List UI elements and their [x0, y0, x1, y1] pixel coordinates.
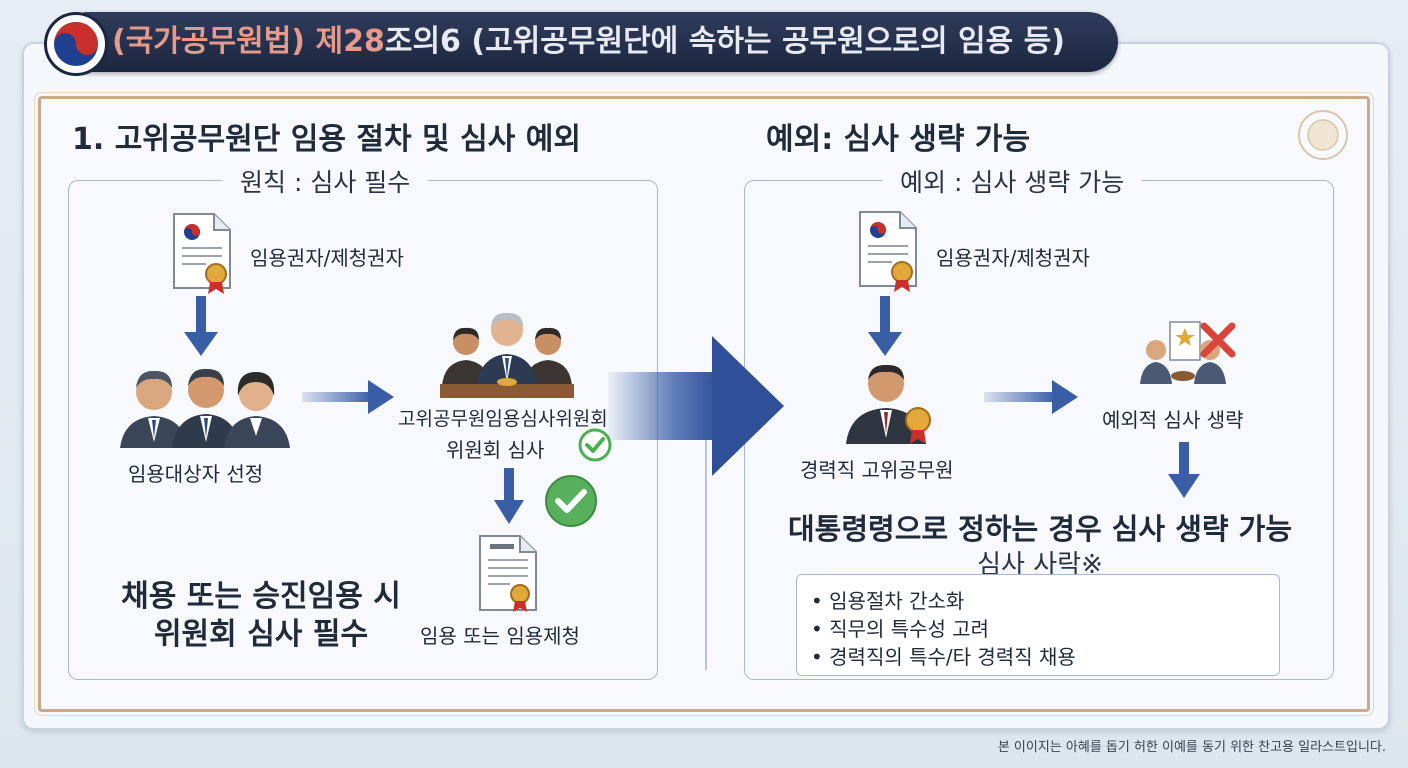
list-item: • 경력직의 특수/타 경력직 채용	[811, 645, 1076, 669]
blue-arrow-icon	[868, 296, 902, 362]
right-appointer-label: 임용권자/제청권자	[936, 246, 1090, 270]
decree-text: 대통령령으로 정하는 경우 심사 생략 가능	[787, 512, 1293, 546]
review-label: 위원회 심사	[446, 438, 545, 462]
title-article-number: 제28	[315, 24, 385, 59]
page-title: (국가공무원법) 제28조의6 (고위공무원단에 속하는 공무원으로의 임용 등…	[112, 18, 1065, 66]
certificate-document-icon	[478, 534, 540, 618]
taegeuk-emblem-icon	[44, 12, 108, 76]
outcome-label: 임용 또는 임용제청	[420, 624, 580, 648]
principle-summary-line2: 위원회 심사 필수	[153, 617, 369, 652]
panel-divider	[705, 380, 707, 670]
list-item: • 임용절차 간소화	[811, 589, 965, 613]
title-law-name: (국가공무원법)	[112, 24, 306, 59]
exception-reasons-box: • 임용절차 간소화 • 직무의 특수성 고려 • 경력직의 특수/타 경력직 …	[796, 574, 1280, 676]
blue-arrow-icon	[608, 336, 788, 480]
blue-arrow-icon	[302, 380, 396, 418]
left-appointer-label: 임용권자/제청권자	[250, 246, 404, 270]
candidates-group-icon	[118, 362, 292, 454]
skip-label: 예외적 심사 생략	[1102, 408, 1244, 432]
principle-summary-line1: 채용 또는 승진임용 시	[121, 579, 401, 614]
principle-summary: 채용 또는 승진임용 시 위원회 심사 필수	[96, 578, 426, 654]
blue-arrow-icon	[1168, 442, 1200, 504]
candidates-label: 임용대상자 선정	[128, 462, 264, 486]
check-circle-icon	[578, 428, 612, 466]
right-section-heading: 예외: 심사 생략 가능	[766, 122, 1031, 157]
skip-review-icon	[1136, 320, 1246, 390]
blue-arrow-icon	[984, 380, 1080, 418]
exception-panel-title: 예외 : 심사 생략 가능	[882, 163, 1143, 199]
list-item: • 직무의 특수성 고려	[811, 617, 990, 641]
blue-arrow-icon	[184, 296, 218, 362]
left-section-heading: 1. 고위공무원단 임용 절차 및 심사 예외	[72, 122, 581, 157]
blue-arrow-icon	[494, 468, 524, 530]
certificate-document-icon	[858, 210, 920, 298]
title-bar	[58, 12, 1118, 72]
check-circle-icon	[544, 474, 598, 532]
certificate-document-icon	[172, 212, 234, 300]
official-label: 경력직 고위공무원	[800, 458, 954, 482]
committee-label: 고위공무원임용심사위원회	[398, 408, 608, 430]
title-article-subject: 조의6 (고위공무원단에 속하는 공무원으로의 임용 등)	[384, 24, 1065, 59]
committee-members-icon	[440, 310, 574, 404]
official-person-icon	[842, 360, 942, 450]
principle-panel-title: 원칙 : 심사 필수	[222, 163, 429, 199]
disclaimer-text: 본 이이지는 아혜를 돕기 허한 이예를 동기 위한 찬고용 일라스트입니다.	[997, 740, 1386, 755]
seal-watermark-icon	[1296, 108, 1350, 162]
